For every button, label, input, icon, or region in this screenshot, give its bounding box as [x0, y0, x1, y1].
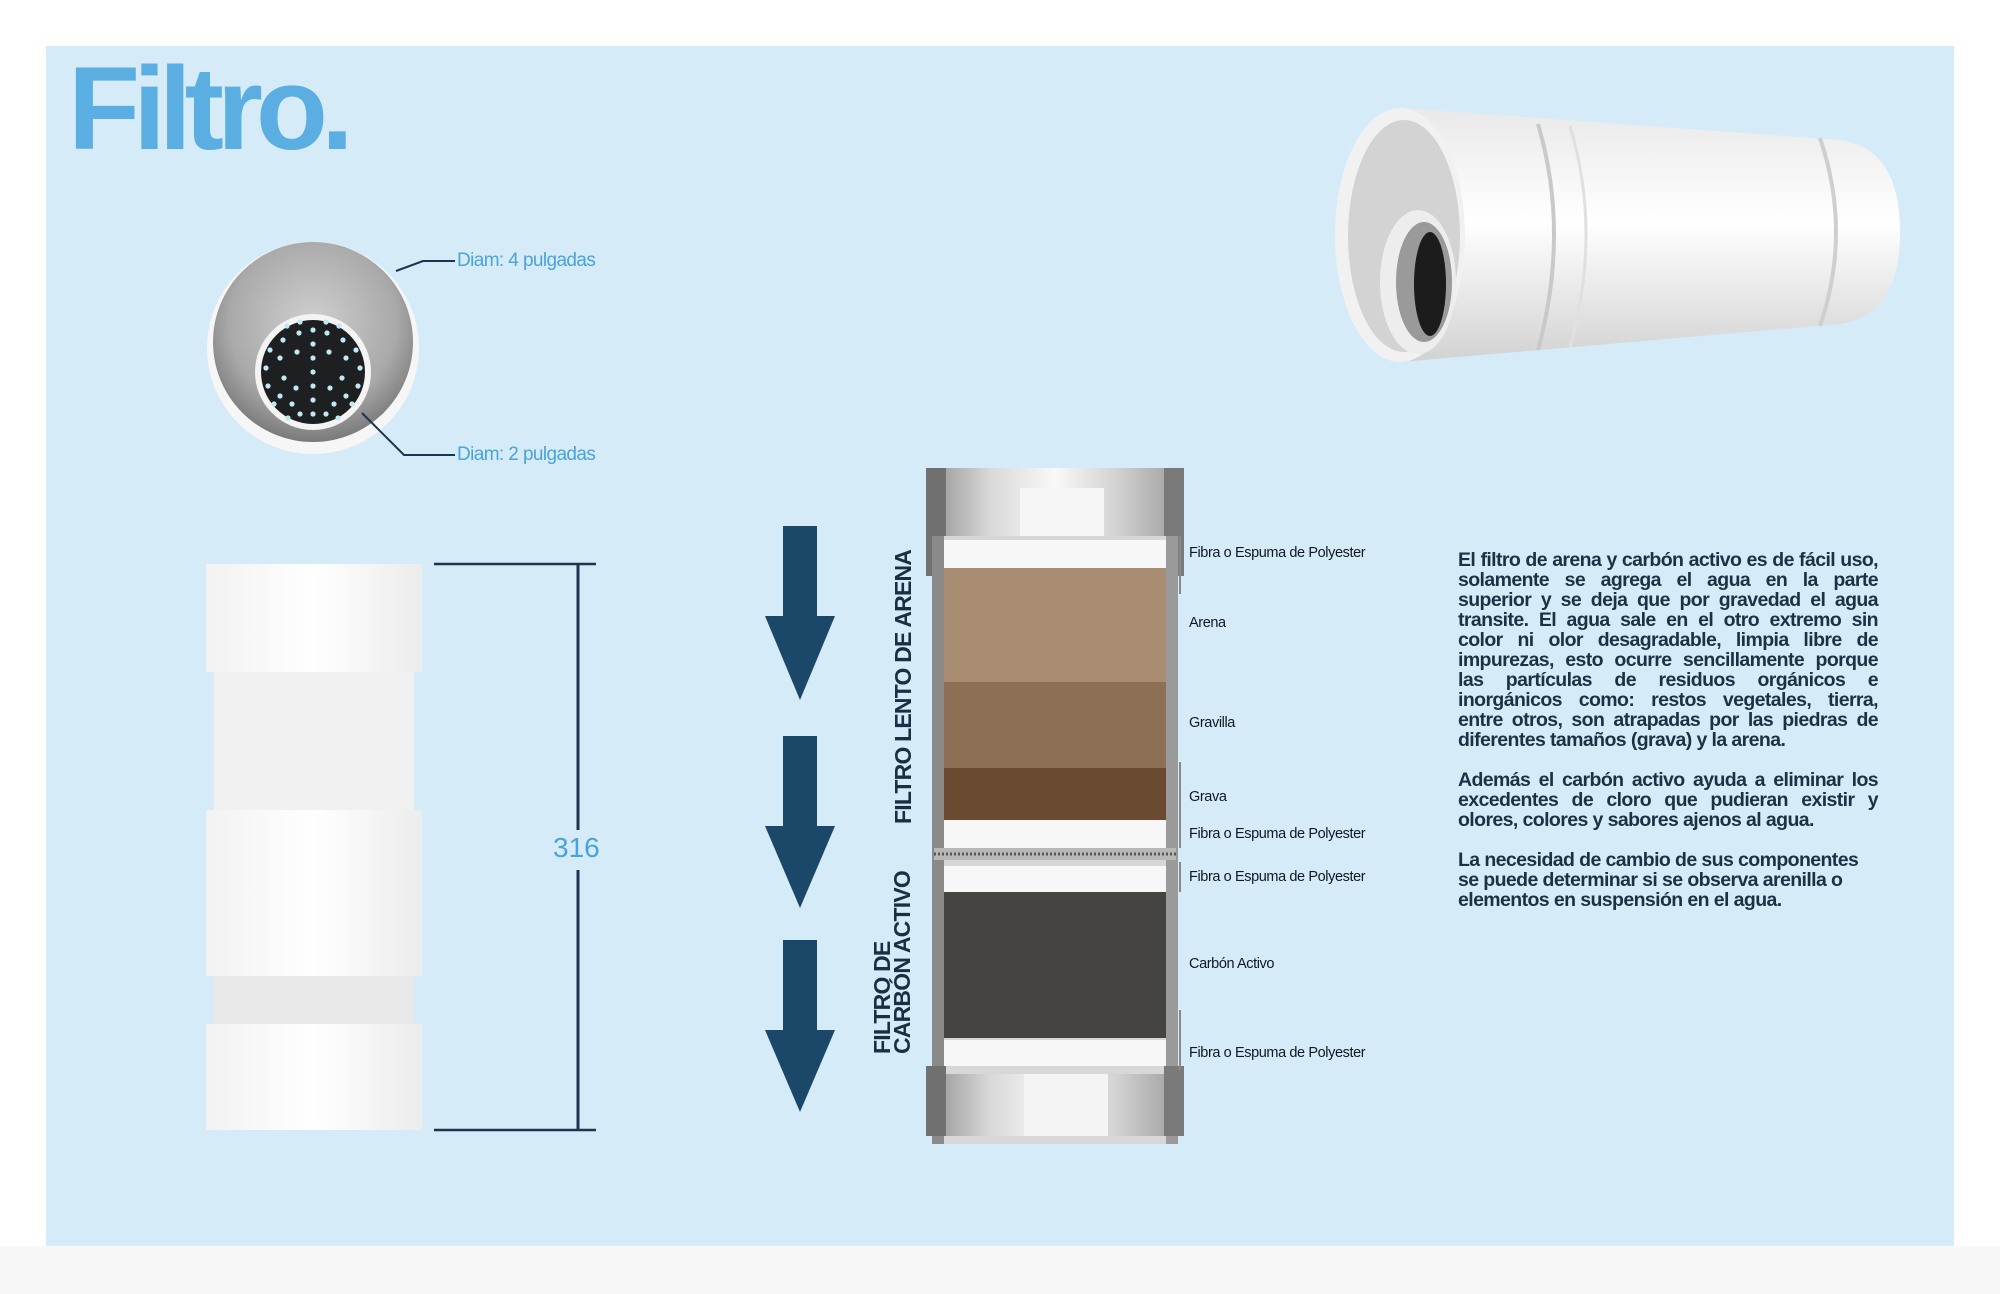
bottom-cap-wall-right	[1164, 1066, 1184, 1136]
layer-fibra-bottom	[944, 1040, 1166, 1066]
inner-diameter-label: Diam: 2 pulgadas	[457, 444, 596, 465]
description-text: El filtro de arena y carbón activo es de…	[1458, 549, 1879, 930]
layer-fibra-mid-1	[944, 820, 1166, 848]
arrow-down-icon	[765, 940, 835, 1112]
description-paragraph: El filtro de arena y carbón activo es de…	[1458, 549, 1879, 751]
layer-label-fibra-top: Fibra o Espuma de Polyester	[1189, 545, 1366, 561]
side-block-3	[206, 1024, 422, 1130]
layer-fibra-mid-2	[944, 866, 1166, 892]
layer-grava	[944, 768, 1166, 820]
side-block-2	[206, 810, 422, 976]
pipe-joint-2	[1568, 125, 1588, 349]
bottom-strip	[0, 1246, 2000, 1294]
layer-gravilla	[944, 682, 1166, 768]
arrow-down-icon	[765, 526, 835, 700]
layer-label-fibra-bottom: Fibra o Espuma de Polyester	[1189, 1045, 1366, 1061]
description-paragraph: Además el carbón activo ayuda a eliminar…	[1458, 769, 1879, 831]
top-cap-inner	[1020, 488, 1104, 536]
dimension-value: 316	[553, 832, 600, 863]
outer-diameter-label: Diam: 4 pulgadas	[457, 250, 596, 271]
page-title: Filtro.	[68, 43, 354, 175]
perforation-dots	[263, 319, 363, 421]
side-neck-1	[214, 672, 414, 810]
side-view	[206, 562, 596, 1132]
bottom-cap-wall-left	[926, 1066, 946, 1136]
layer-label-grava: Grava	[1189, 789, 1227, 805]
section-title-arena: FILTRO LENTO DE ARENA	[890, 549, 916, 824]
layer-label-fibra-mid-1: Fibra o Espuma de Polyester	[1189, 826, 1366, 842]
outer-diameter-leader	[395, 260, 455, 272]
bottom-cap-inner	[1024, 1074, 1108, 1136]
layer-arena	[944, 568, 1166, 682]
inner-diameter-leader	[361, 412, 455, 456]
layer-carbon	[944, 892, 1166, 1038]
layer-label-arena: Arena	[1189, 615, 1226, 631]
layer-label-gravilla: Gravilla	[1189, 715, 1235, 731]
arrow-down-icon	[765, 736, 835, 908]
cross-section	[207, 242, 455, 456]
layer-label-carbon: Carbón Activo	[1189, 956, 1275, 972]
flow-arrows	[765, 526, 835, 1112]
side-block-1	[206, 564, 422, 672]
section-title-carbon: FILTRO DE CARBÓN ACTIVO	[869, 871, 915, 1054]
pipe-body	[1400, 108, 1900, 362]
filter-column	[926, 468, 1184, 1144]
description-paragraph: La necesidad de cambio de sus componente…	[1458, 849, 1859, 911]
layer-label-fibra-mid-2: Fibra o Espuma de Polyester	[1189, 869, 1366, 885]
pipe-joint-1	[1536, 123, 1556, 351]
layer-fibra-top	[944, 540, 1166, 568]
section-title-carbon-line2: CARBÓN ACTIVO	[889, 871, 915, 1054]
side-neck-2	[214, 976, 414, 1024]
pipe-joint-3	[1818, 137, 1838, 327]
pipe-render	[1335, 108, 1900, 362]
inner-pipe-hole	[1414, 232, 1446, 336]
